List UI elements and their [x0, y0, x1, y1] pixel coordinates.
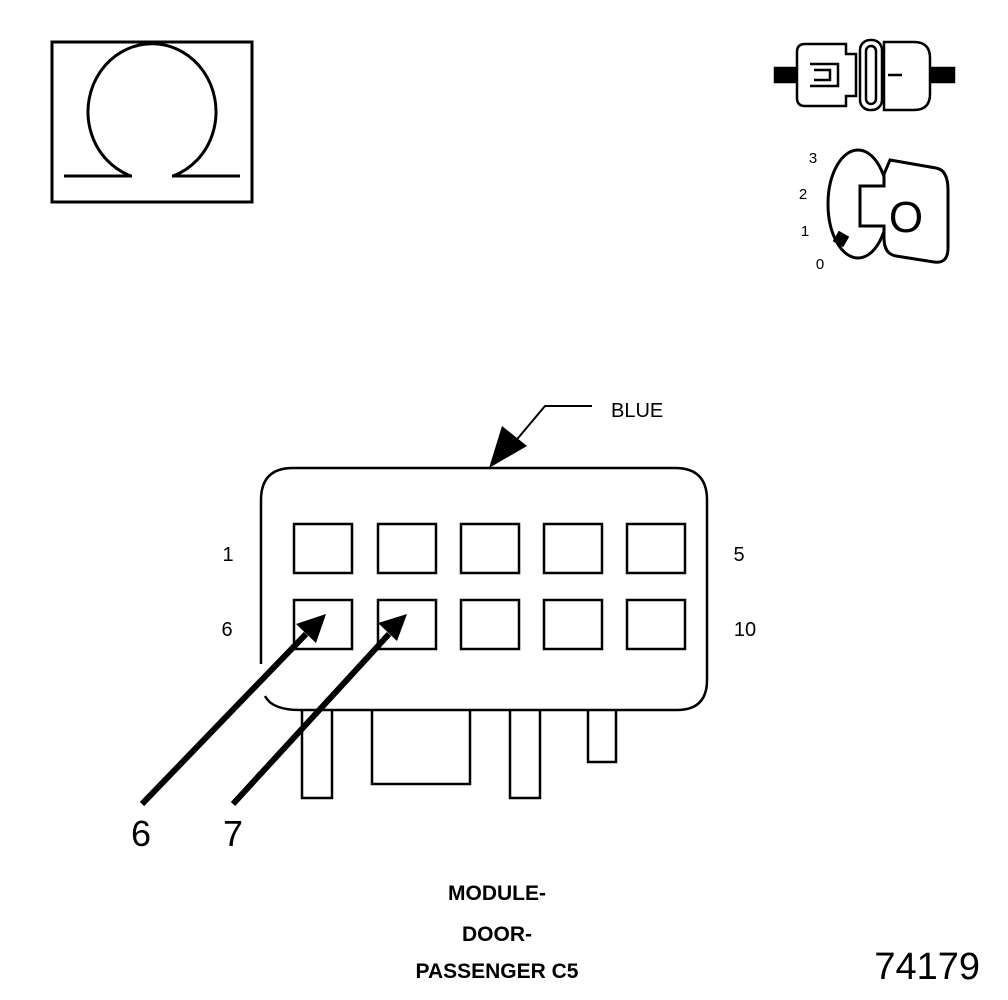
ohm-symbol-icon	[50, 40, 254, 204]
key-icon-letter: O	[889, 193, 923, 242]
pin-label-5: 5	[733, 544, 744, 566]
key-position-0: 0	[816, 256, 824, 273]
title-line-3: PASSENGER C5	[416, 960, 579, 983]
connector-pair-icon	[773, 38, 956, 112]
cavity-3	[459, 522, 521, 575]
cavity-4	[542, 522, 604, 575]
callout-label-6: 6	[131, 813, 151, 854]
title-line-2: DOOR-	[462, 923, 532, 946]
cavity-1	[292, 522, 354, 575]
title-line-1: MODULE-	[448, 882, 546, 905]
cavity-2	[376, 522, 438, 575]
color-leader-arrow	[489, 405, 592, 468]
cavity-5	[625, 522, 687, 575]
key-position-1: 1	[801, 223, 809, 240]
pin-label-1: 1	[222, 544, 233, 566]
cavity-6	[292, 598, 354, 651]
connector-body	[259, 466, 709, 800]
cavity-9	[542, 598, 604, 651]
key-position-2: 2	[799, 186, 807, 203]
color-label: BLUE	[611, 400, 663, 422]
terminal-cavities	[292, 522, 687, 651]
pin-label-6: 6	[221, 619, 232, 641]
figure-number: 74179	[874, 946, 980, 988]
callout-arrow-7	[230, 614, 407, 807]
pin-label-10: 10	[734, 619, 756, 641]
key-position-3: 3	[809, 150, 817, 167]
callout-arrow-6	[139, 614, 326, 807]
cavity-8	[459, 598, 521, 651]
callout-label-7: 7	[223, 813, 243, 854]
cavity-10	[625, 598, 687, 651]
cavity-7	[376, 598, 438, 651]
ignition-key-icon: O 3 2 1 0	[799, 148, 950, 273]
